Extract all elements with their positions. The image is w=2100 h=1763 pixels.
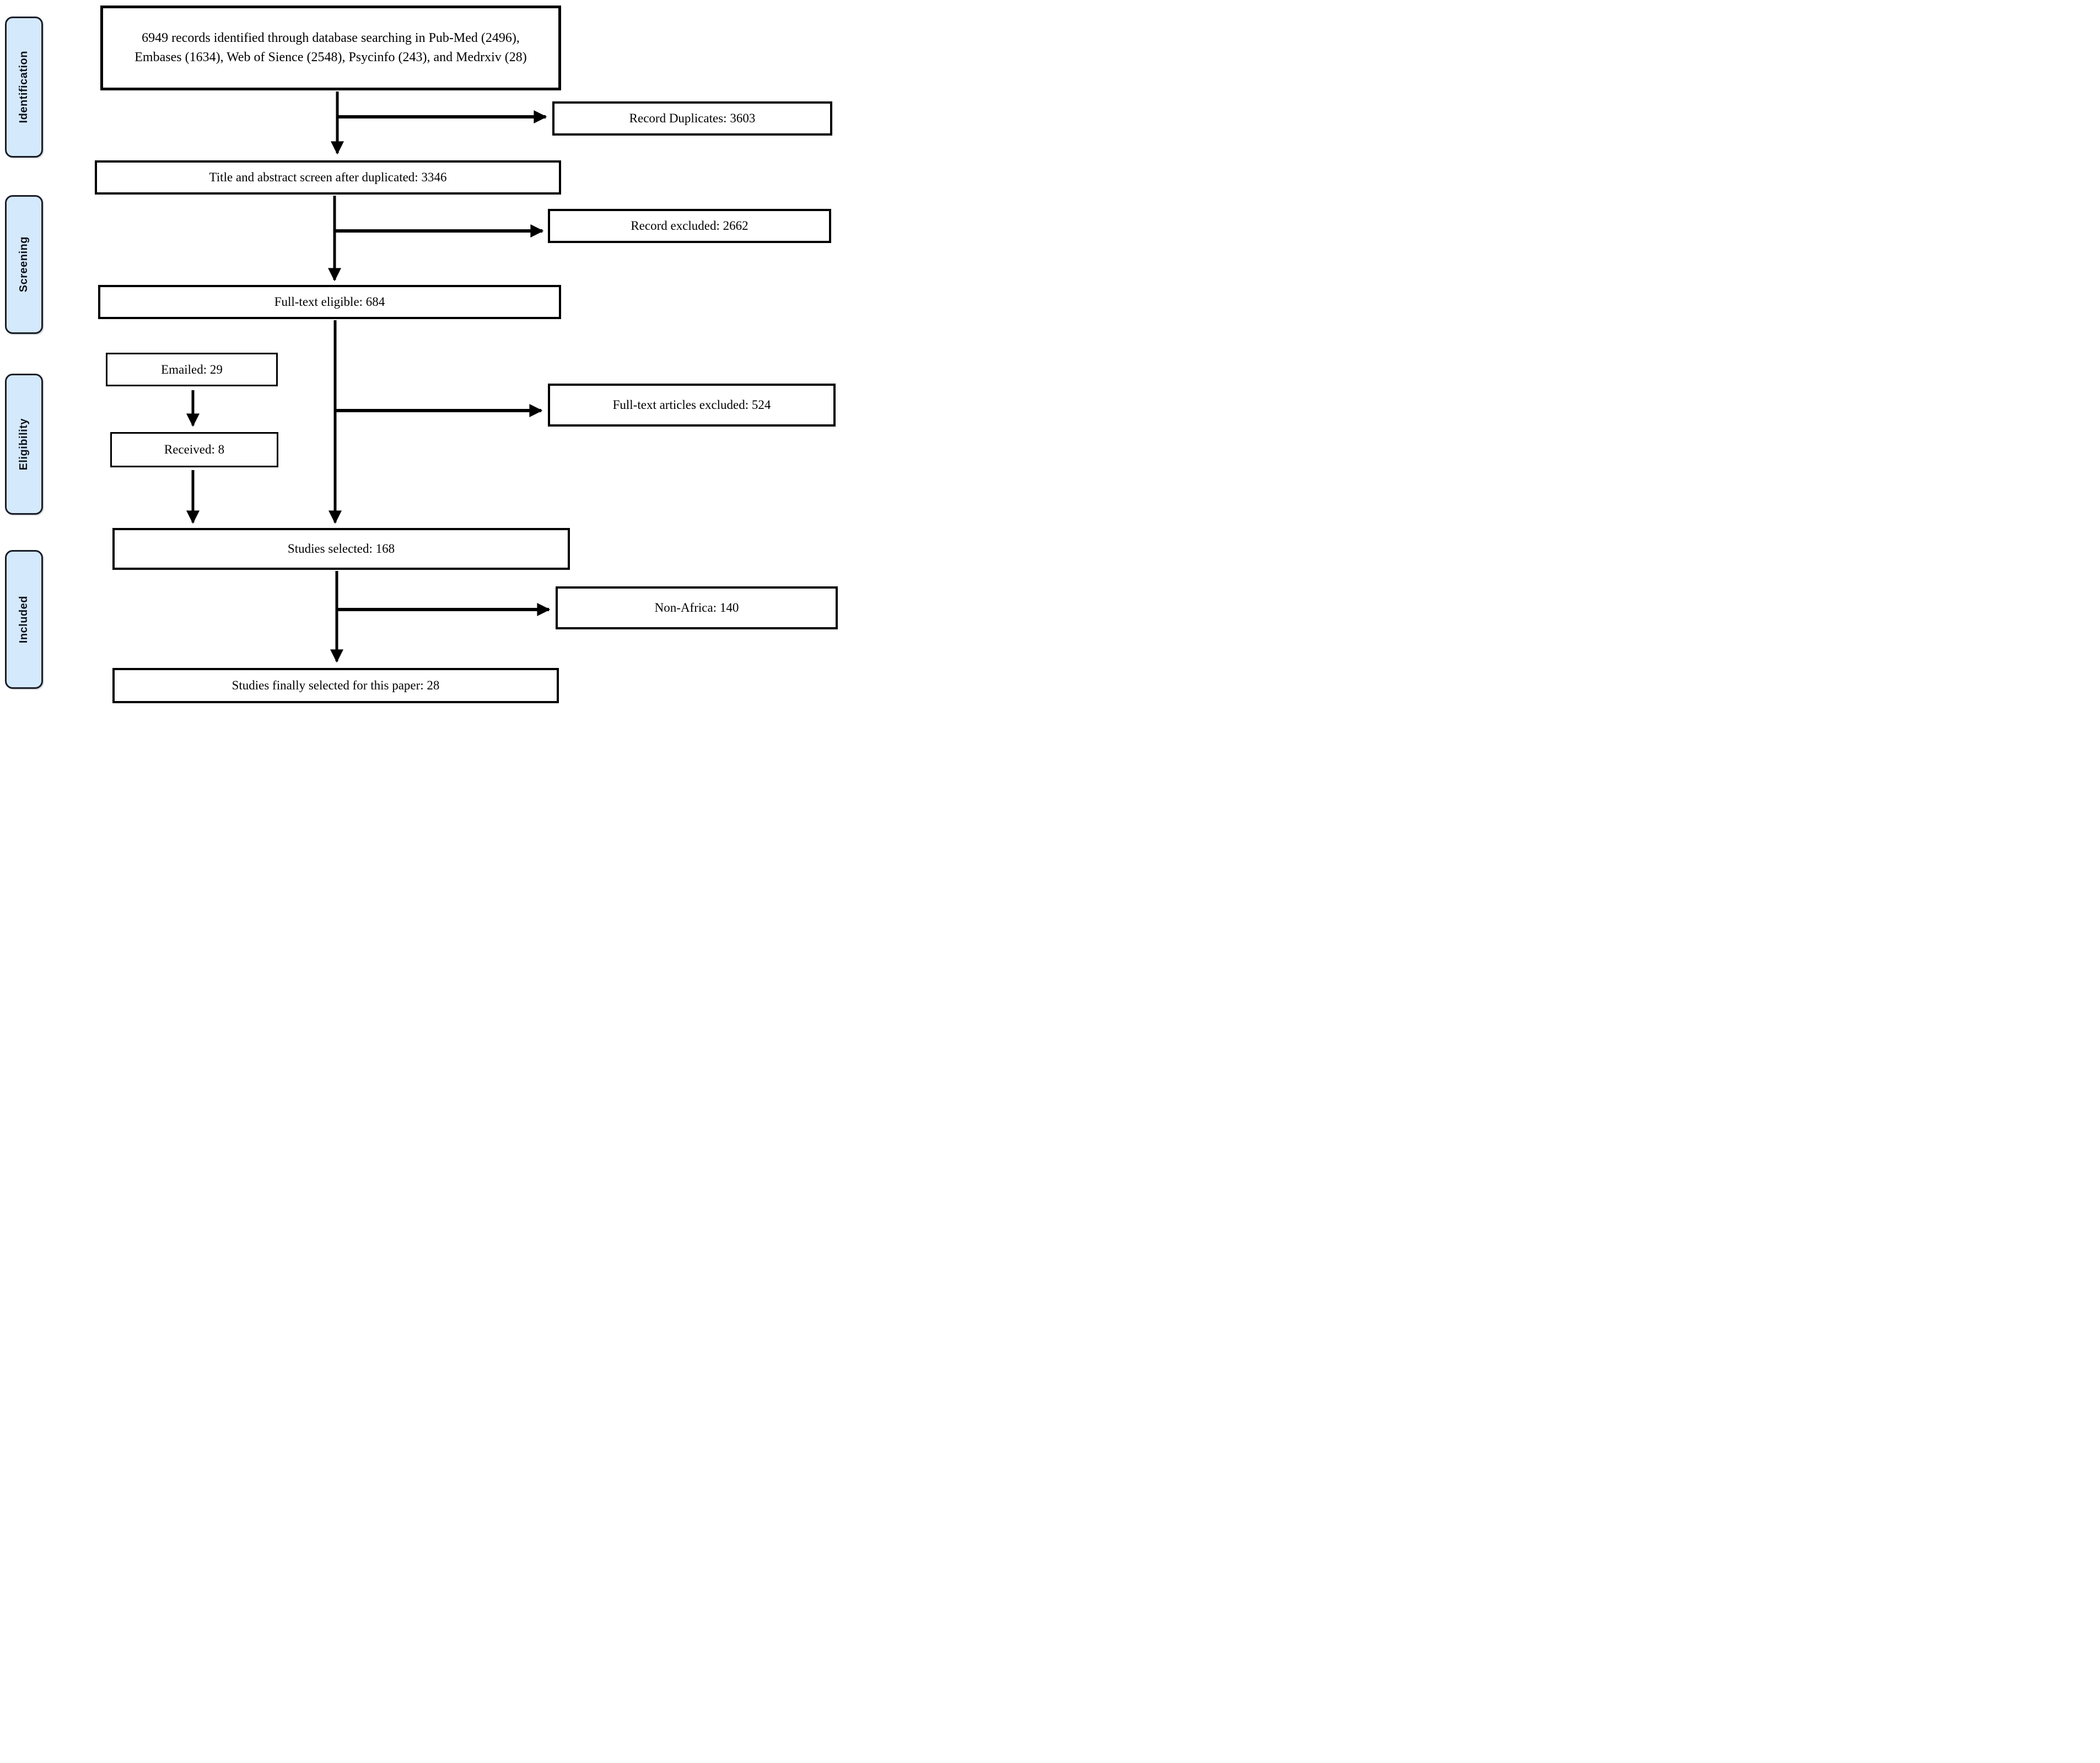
node-fulltext-articles-excluded: Full-text articles excluded: 524 xyxy=(548,384,836,427)
stage-eligibility-label: Eligibility xyxy=(18,418,30,471)
node-records-identified-label: 6949 records identified through database… xyxy=(134,31,527,64)
node-non-africa: Non-Africa: 140 xyxy=(556,586,838,629)
stage-included: Included xyxy=(5,550,43,689)
stage-identification: Identification xyxy=(5,17,43,158)
node-record-duplicates: Record Duplicates: 3603 xyxy=(552,101,832,136)
node-fulltext-eligible-label: Full-text eligible: 684 xyxy=(274,295,385,309)
prisma-flow-diagram: Identification Screening Eligibility Inc… xyxy=(0,0,840,705)
node-fulltext-eligible: Full-text eligible: 684 xyxy=(98,285,561,319)
node-record-excluded: Record excluded: 2662 xyxy=(548,209,831,243)
node-studies-selected: Studies selected: 168 xyxy=(112,528,570,570)
node-fulltext-articles-excluded-label: Full-text articles excluded: 524 xyxy=(612,398,771,412)
stage-eligibility: Eligibility xyxy=(5,374,43,515)
stage-screening: Screening xyxy=(5,195,43,334)
stage-identification-label: Identification xyxy=(18,51,30,123)
node-final-selected: Studies finally selected for this paper:… xyxy=(112,668,559,703)
stage-screening-label: Screening xyxy=(18,236,30,293)
node-record-duplicates-label: Record Duplicates: 3603 xyxy=(629,111,756,126)
node-received: Received: 8 xyxy=(110,432,278,467)
node-title-abstract-screen: Title and abstract screen after duplicat… xyxy=(95,160,561,195)
node-emailed-label: Emailed: 29 xyxy=(161,362,223,376)
node-title-abstract-screen-label: Title and abstract screen after duplicat… xyxy=(209,170,447,185)
node-emailed: Emailed: 29 xyxy=(106,353,278,386)
node-record-excluded-label: Record excluded: 2662 xyxy=(631,219,749,233)
node-records-identified: 6949 records identified through database… xyxy=(100,6,561,90)
node-non-africa-label: Non-Africa: 140 xyxy=(654,601,739,615)
node-received-label: Received: 8 xyxy=(164,443,225,457)
node-final-selected-label: Studies finally selected for this paper:… xyxy=(231,678,440,693)
stage-included-label: Included xyxy=(18,595,30,644)
node-studies-selected-label: Studies selected: 168 xyxy=(287,542,395,556)
